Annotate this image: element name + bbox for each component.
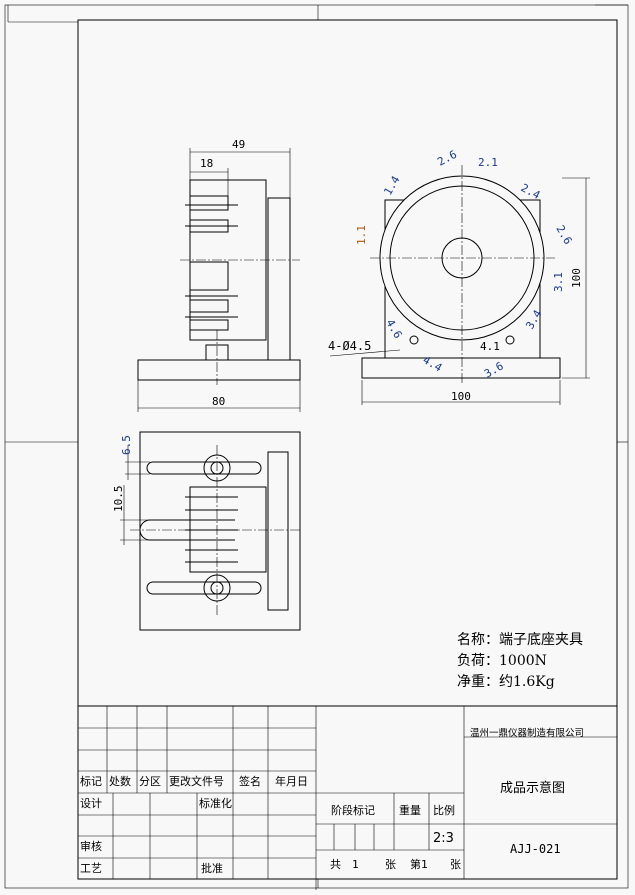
side-view: 49 18 80 (137, 138, 301, 412)
weight-value: 约1.6Kg (499, 674, 555, 690)
header-date: 年月日 (275, 774, 308, 788)
load-value: 1000N (499, 653, 547, 669)
dim-2-1: 2.1 (478, 156, 498, 169)
label-approve: 批准 (201, 861, 223, 875)
center-marks (5, 4, 628, 888)
dim-10-5: 10.5 (112, 486, 125, 513)
dim-80: 80 (212, 395, 225, 408)
sheets-total-label: 共 (330, 858, 341, 871)
label-design: 设计 (80, 797, 102, 810)
load-row: 负荷：1000N (457, 651, 583, 672)
dim-3-1: 3.1 (552, 272, 565, 292)
weight-row: 净重：约1.6Kg (457, 672, 583, 693)
dim-1-4: 1.4 (381, 173, 402, 197)
header-change-doc: 更改文件号 (169, 774, 224, 788)
label-process: 工艺 (80, 862, 102, 875)
drawing-number: AJJ-021 (510, 842, 561, 856)
header-mark: 标记 (80, 774, 102, 788)
top-view: 6.5 10.5 (112, 431, 301, 631)
dim-100-height: 100 (570, 268, 583, 288)
header-count: 处数 (109, 775, 131, 788)
dim-1-1: 1.1 (355, 225, 368, 245)
dim-100-width: 100 (451, 390, 471, 403)
dim-2-6: 2.6 (435, 148, 459, 169)
dim-4-1: 4.1 (480, 340, 500, 353)
front-view: 2.6 2.1 1.4 2.4 1.1 2.6 3.1 4.6 3.4 4.4 … (328, 148, 590, 405)
sheets-total: 1 (352, 858, 359, 871)
scale-value: 2:3 (433, 831, 454, 846)
part-name-row: 名称：端子底座夹具 (457, 630, 583, 651)
header-signature: 签名 (239, 774, 261, 788)
label-scale: 比例 (433, 803, 455, 817)
sheets-unit: 张 (385, 858, 396, 871)
dim-4-4: 4.4 (421, 353, 445, 374)
dim-3-6: 3.6 (482, 359, 506, 380)
dim-4-6: 4.6 (383, 317, 404, 341)
label-standardize: 标准化 (199, 796, 232, 810)
sheet-no-label: 第1 (410, 857, 428, 871)
title-block: 标记 处数 分区 更改文件号 签名 年月日 设计 标准化 审核 工艺 批准 阶段… (77, 705, 618, 890)
drawing-title: 成品示意图 (500, 780, 565, 796)
outer-frame (4, 4, 629, 889)
sheet-no-unit: 张 (450, 858, 461, 871)
dim-2-4: 2.4 (519, 181, 543, 202)
weight-label: 净重： (457, 674, 499, 690)
dim-49: 49 (232, 138, 245, 151)
label-weight: 重量 (399, 803, 421, 817)
name-label: 名称： (457, 632, 499, 648)
company-name: 温州一鼎仪器制造有限公司 (470, 727, 584, 739)
part-info: 名称：端子底座夹具 负荷：1000N 净重：约1.6Kg (457, 630, 583, 693)
dim-18: 18 (200, 157, 213, 170)
header-zone: 分区 (139, 775, 161, 788)
label-stage-mark: 阶段标记 (331, 803, 375, 817)
dim-2-6b: 2.6 (553, 223, 574, 247)
load-label: 负荷： (457, 653, 499, 669)
dim-3-4: 3.4 (523, 307, 544, 331)
label-review: 审核 (80, 839, 102, 853)
dim-6-5: 6.5 (120, 435, 133, 455)
hole-note: 4-Ø4.5 (328, 339, 371, 353)
name-value: 端子底座夹具 (499, 632, 583, 648)
